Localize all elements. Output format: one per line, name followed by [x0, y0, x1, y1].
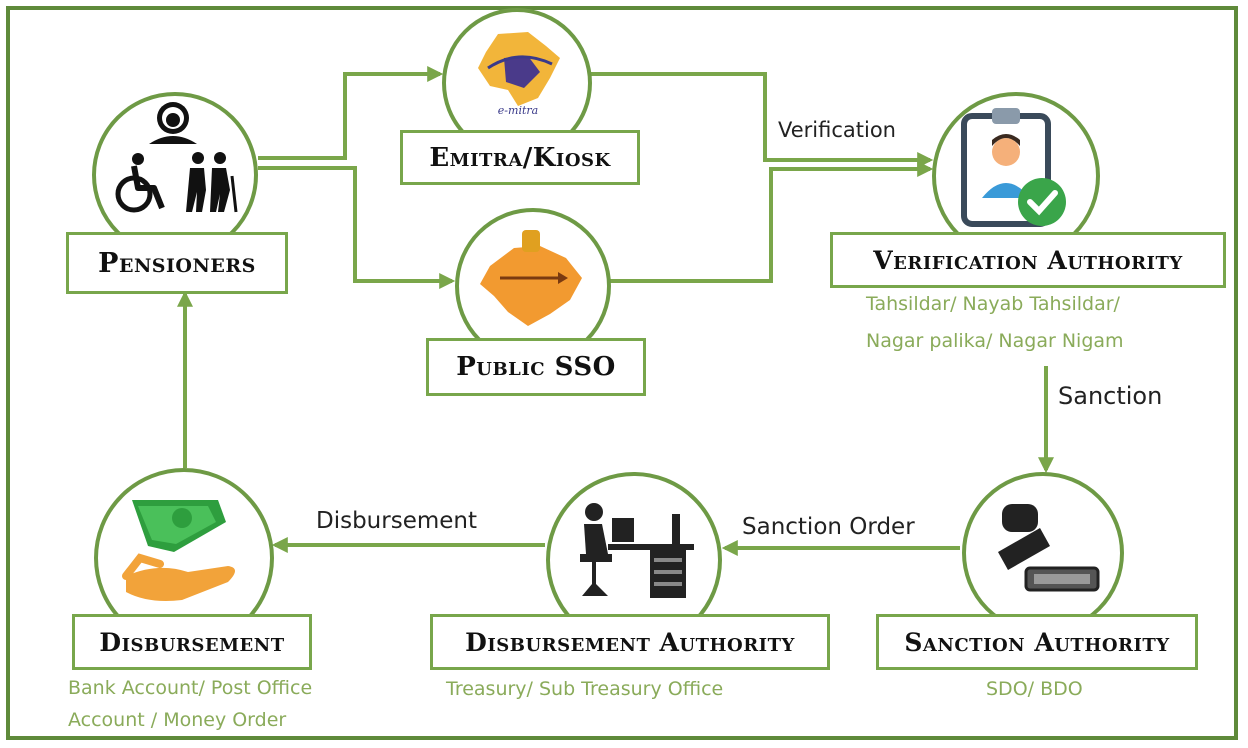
edge-label-verification: Verification [778, 118, 896, 142]
arrow-pensioners-to-emitra [258, 66, 444, 160]
wheelchair-icon [115, 153, 165, 213]
sanction-sub-line1: SDO/ BDO [986, 678, 1083, 700]
public-sso-label: Public SSO [456, 352, 616, 382]
arrow-emitra-to-verification [590, 72, 934, 168]
arrow-pensioners-to-sso [258, 166, 456, 289]
sanction-label-box: Sanction Authority [876, 614, 1198, 670]
edge-label-sanction: Sanction [1058, 382, 1163, 410]
elderly-couple-icon [186, 152, 238, 213]
disbursement-sub-line1: Bank Account/ Post Office [68, 677, 313, 699]
emitra-logo-text: e-mitra [498, 104, 538, 117]
verification-label-box: Verification Authority [830, 232, 1226, 288]
emitra-label: Emitra/Kiosk [429, 142, 611, 173]
verification-sub-line1: Tahsildar/ Nayab Tahsildar/ [866, 293, 1120, 315]
pensioners-label: Pensioners [98, 247, 256, 279]
rajasthan-map-logo-icon [480, 230, 582, 326]
verification-sub-line2: Nagar palika/ Nagar Nigam [866, 326, 1124, 356]
disbursement-label: Disbursement [99, 627, 285, 657]
emitra-label-box: Emitra/Kiosk [400, 130, 640, 185]
arrow-sso-to-verification [610, 161, 934, 283]
verification-sub-line2a: Nagar palika [866, 330, 986, 352]
emitra-logo-icon: e-mitra [478, 32, 560, 117]
disbursement-authority-sub-line1: Treasury/ Sub Treasury Office [446, 678, 724, 700]
stamp-icon [998, 504, 1100, 592]
person-bust-icon [149, 102, 197, 144]
public-sso-label-box: Public SSO [426, 338, 646, 396]
edge-label-sanction-order: Sanction Order [742, 514, 915, 540]
pensioners-label-box: Pensioners [66, 232, 288, 294]
id-card-check-icon [961, 108, 1066, 227]
edge-label-disbursement: Disbursement [316, 508, 477, 534]
money-hand-icon [122, 500, 235, 601]
disbursement-sub-line2: Account / Money Order [68, 709, 287, 731]
disbursement-authority-label: Disbursement Authority [465, 627, 795, 657]
disbursement-authority-label-box: Disbursement Authority [430, 614, 830, 670]
sanction-label: Sanction Authority [904, 627, 1170, 657]
disbursement-label-box: Disbursement [72, 614, 312, 670]
verification-sub-line2b: / Nagar Nigam [985, 330, 1124, 352]
sanction-circle [962, 472, 1124, 634]
office-worker-icon [580, 503, 694, 598]
verification-label: Verification Authority [873, 245, 1183, 275]
